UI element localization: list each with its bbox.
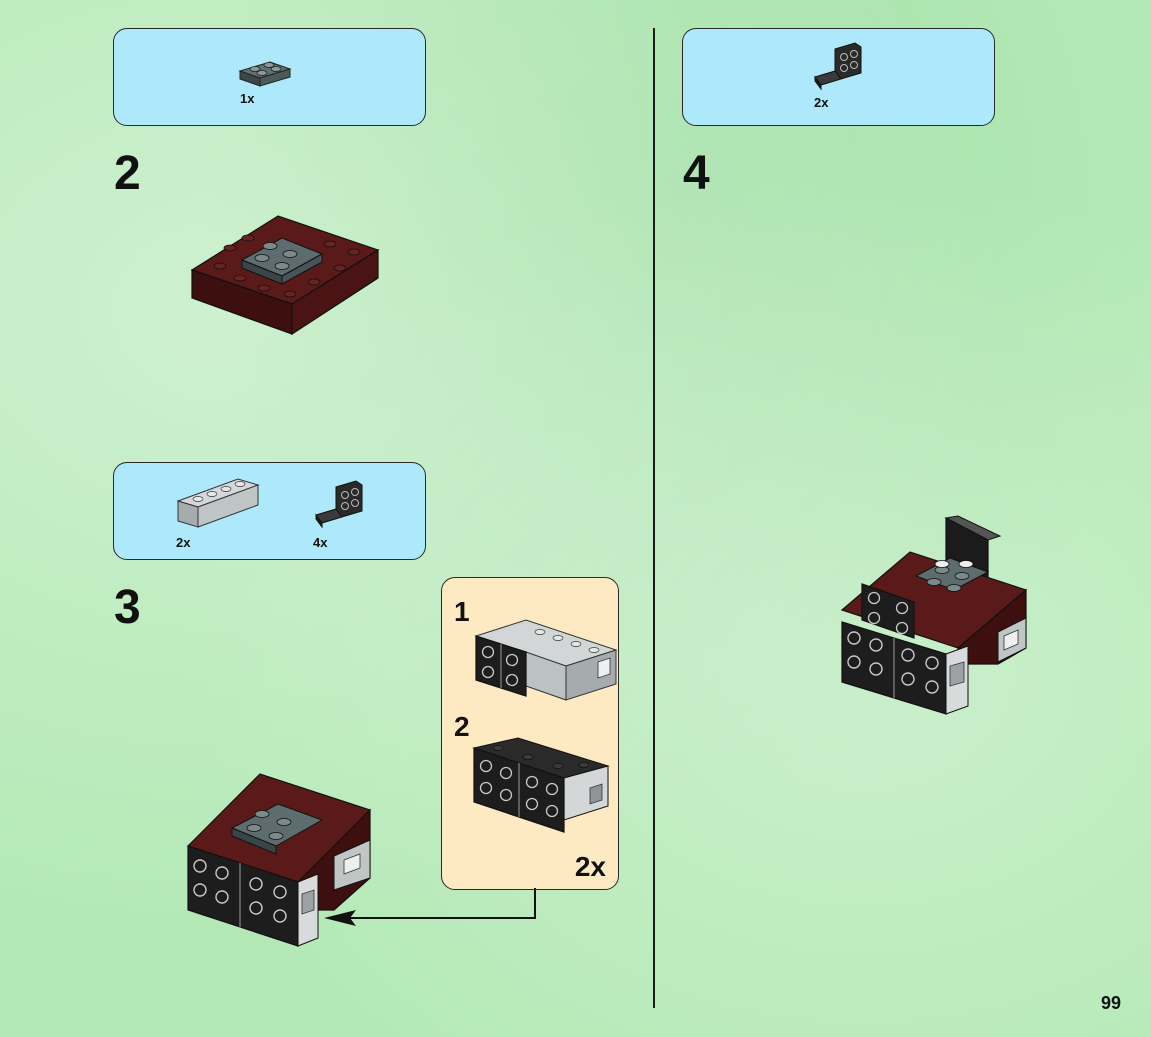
step2-parts-box: 1x [113,28,426,126]
page-number: 99 [1100,993,1121,1013]
bracket-icon [814,42,862,91]
dark-gray-plate-2x2-icon [238,61,292,87]
part-qty: 2x [814,95,829,110]
step-number: 2 [114,147,141,200]
light-gray-brick-1x4-icon [176,478,260,528]
step3-parts-box: 2x 4x [113,462,426,560]
part-qty: 2x [176,535,191,550]
step2-model-illustration [190,215,380,336]
sub-step2-illustration [472,737,610,833]
step-number: 4 [683,147,710,200]
part-qty: 1x [240,91,255,106]
step3-model-illustration [186,773,372,947]
sub-assembly-multiplier: 2x [574,851,606,882]
step-number: 3 [114,581,141,634]
bracket-icon [315,480,363,529]
attach-arrow [324,888,536,926]
sub-assembly-box: 1 2 2x [441,577,619,890]
sub-step-number: 2 [454,711,470,742]
sub-step-number: 1 [454,596,470,627]
step4-parts-box: 2x [682,28,995,126]
sub-step1-illustration [474,619,618,701]
step4-model-illustration [840,515,1028,715]
column-divider [653,28,655,1008]
part-qty: 4x [313,535,328,550]
